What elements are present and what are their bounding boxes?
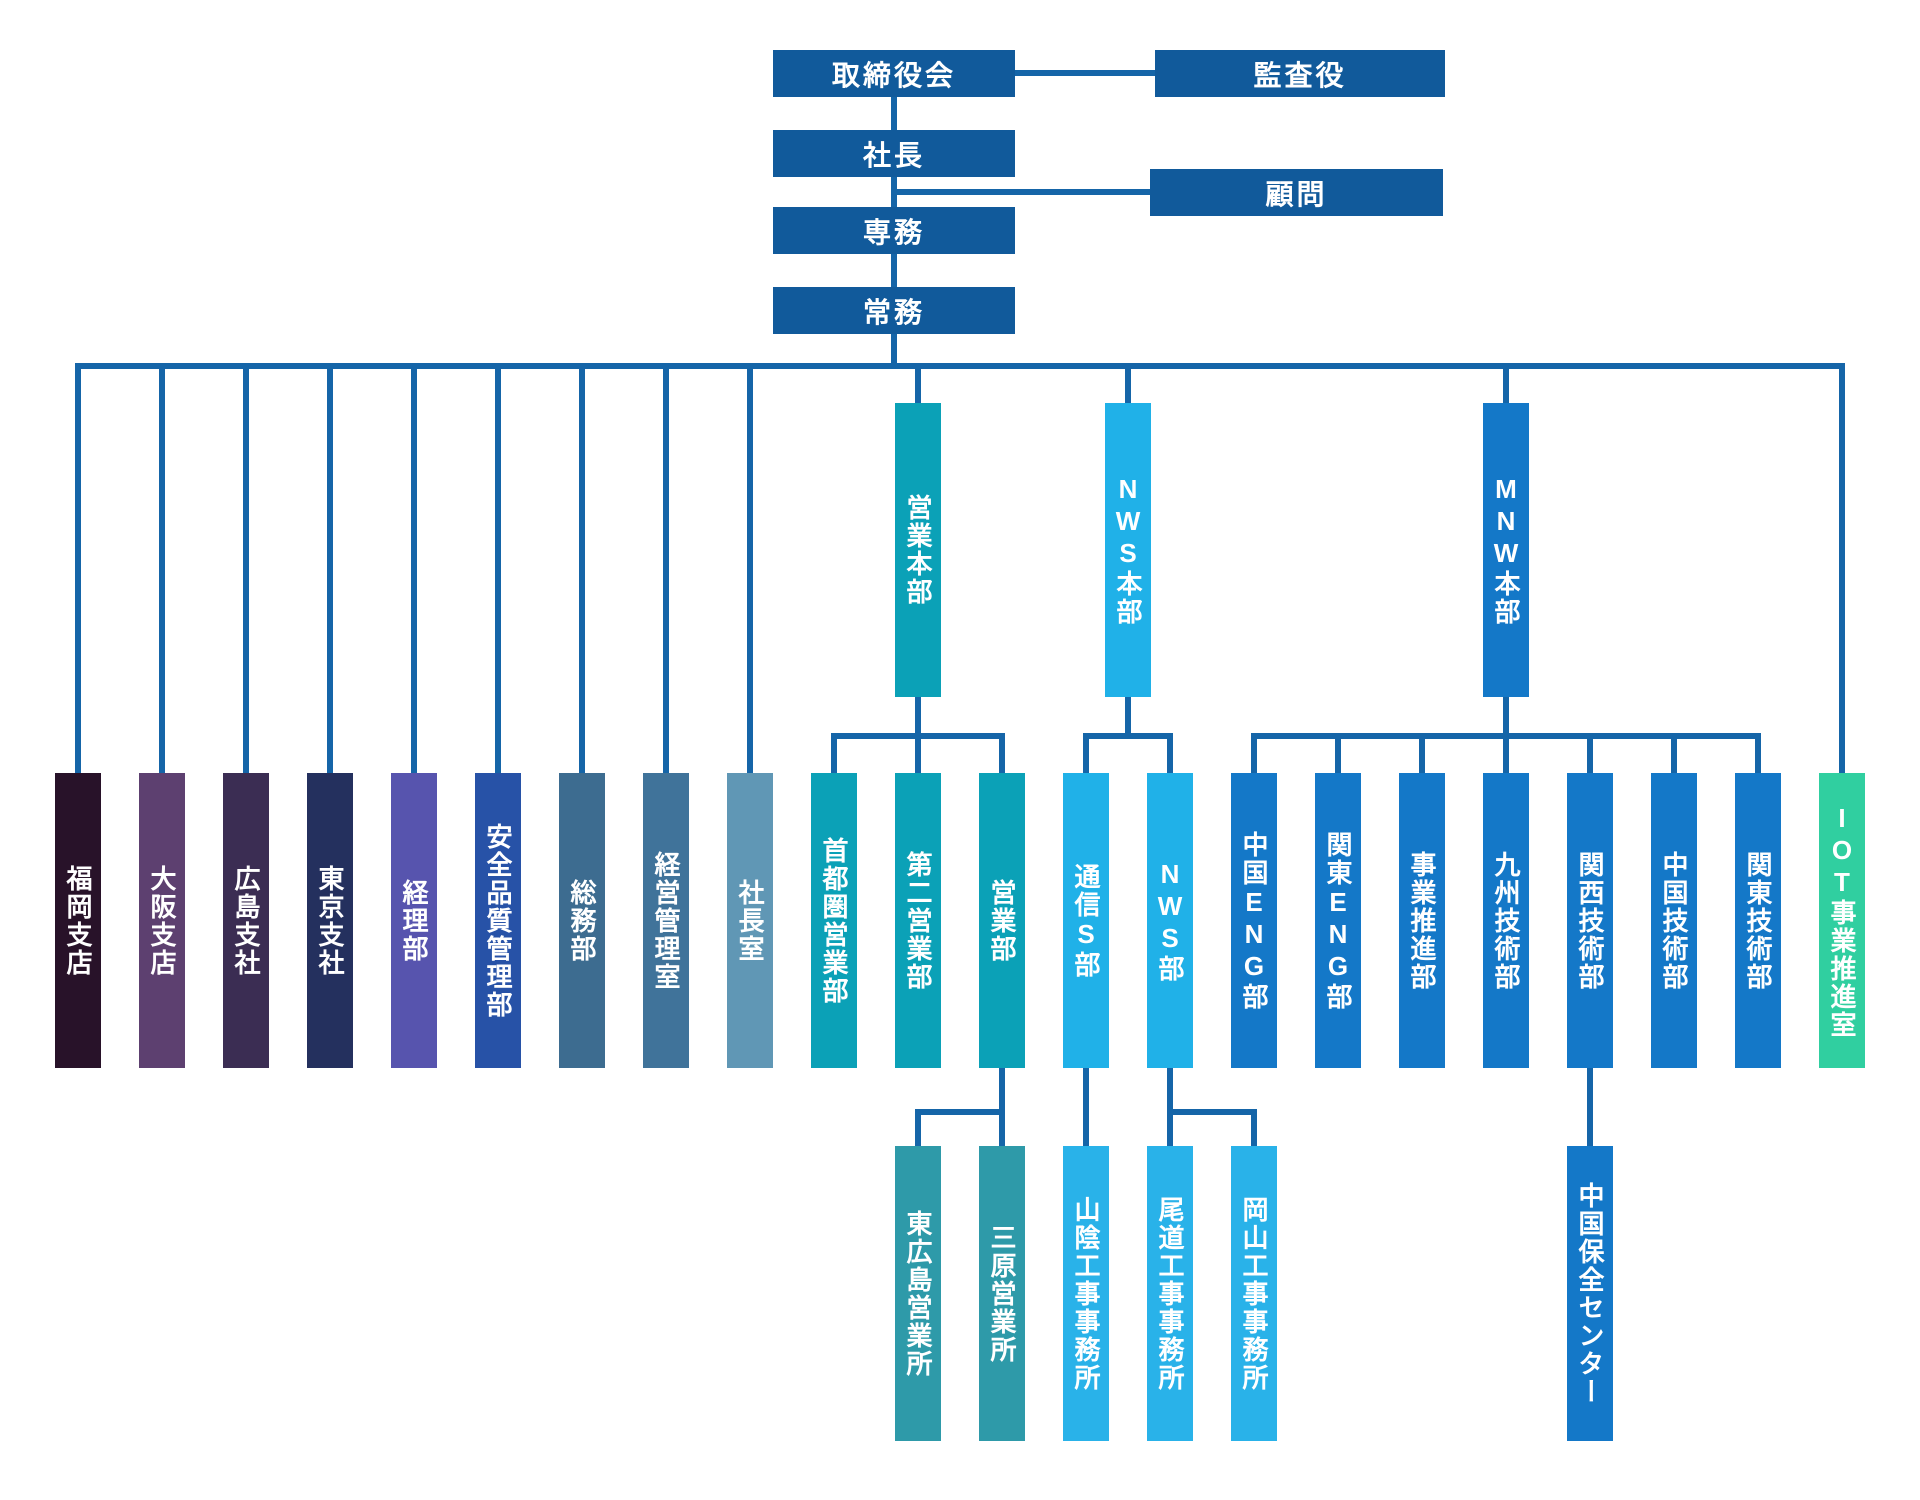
- node-hiroshima-branch: 広島支社: [223, 773, 269, 1068]
- node-advisor: 顧問: [1150, 169, 1443, 216]
- connector-board-auditor: [1015, 70, 1155, 76]
- node-osaka-branch: 大阪支店: [139, 773, 185, 1068]
- node-tokyo-branch: 東京支社: [307, 773, 353, 1068]
- node-safety-quality-dept: 安全品質管理部: [475, 773, 521, 1068]
- connector-managing-bus: [891, 334, 897, 366]
- node-higashihiroshima-office: 東広島営業所: [895, 1146, 941, 1441]
- node-management-office: 経営管理室: [643, 773, 689, 1068]
- node-accounting-dept: 経理部: [391, 773, 437, 1068]
- node-general-affairs-dept: 総務部: [559, 773, 605, 1068]
- node-business-promotion-dept: 事業推進部: [1399, 773, 1445, 1068]
- connector-main-bus: [75, 363, 1845, 369]
- connector-drop: [1251, 733, 1257, 773]
- connector-drop: [1335, 733, 1341, 773]
- connector-drop: [1167, 733, 1173, 773]
- connector-drop: [1083, 1068, 1089, 1146]
- connector-stub: [915, 697, 921, 739]
- connector-drop: [999, 1109, 1005, 1149]
- node-tsushin-s-dept: 通信S部: [1063, 773, 1109, 1068]
- connector-drop: [75, 363, 81, 773]
- connector-drop: [915, 733, 921, 773]
- node-chugoku-maintenance-center: 中国保全センター: [1567, 1146, 1613, 1441]
- connector-sub-bus: [1167, 1109, 1257, 1115]
- node-okayama-construction-office: 岡山工事事務所: [1231, 1146, 1277, 1441]
- connector-executive-managing: [891, 254, 897, 287]
- node-president: 社長: [773, 130, 1015, 177]
- node-mihara-office: 三原営業所: [979, 1146, 1025, 1441]
- connector-board-president: [891, 97, 897, 130]
- connector-president-advisor: [891, 189, 1150, 195]
- node-nws-dept: NWS部: [1147, 773, 1193, 1068]
- node-sanin-construction-office: 山陰工事事務所: [1063, 1146, 1109, 1441]
- node-kansai-tech-dept: 関西技術部: [1567, 773, 1613, 1068]
- connector-drop: [1503, 733, 1509, 773]
- node-fukuoka-branch: 福岡支店: [55, 773, 101, 1068]
- connector-drop: [1671, 733, 1677, 773]
- connector-drop: [243, 363, 249, 773]
- connector-drop: [1167, 1109, 1173, 1149]
- node-kanto-eng-dept: 関東ENG部: [1315, 773, 1361, 1068]
- connector-drop: [1587, 733, 1593, 773]
- connector-drop: [915, 1109, 921, 1149]
- connector-drop: [1125, 363, 1131, 403]
- connector-sub-bus: [1083, 733, 1173, 739]
- node-executive-director: 専務: [773, 207, 1015, 254]
- node-iot-promotion-office: IOT事業推進室: [1819, 773, 1865, 1068]
- connector-drop: [915, 363, 921, 403]
- connector-drop: [1251, 1109, 1257, 1149]
- connector-drop: [1083, 733, 1089, 773]
- node-auditor: 監査役: [1155, 50, 1445, 97]
- node-kanto-tech-dept: 関東技術部: [1735, 773, 1781, 1068]
- connector-drop: [663, 363, 669, 773]
- connector-drop: [1419, 733, 1425, 773]
- connector-stub: [1125, 697, 1131, 739]
- connector-stub: [1167, 1068, 1173, 1115]
- node-sales-headquarters: 営業本部: [895, 403, 941, 697]
- node-mnw-headquarters: MNW本部: [1483, 403, 1529, 697]
- connector-drop: [747, 363, 753, 773]
- connector-drop: [579, 363, 585, 773]
- node-managing-director: 常務: [773, 287, 1015, 334]
- connector-stub: [1503, 697, 1509, 739]
- node-chugoku-tech-dept: 中国技術部: [1651, 773, 1697, 1068]
- connector-sub-bus: [915, 1109, 1005, 1115]
- node-second-sales-dept: 第二営業部: [895, 773, 941, 1068]
- connector-drop: [327, 363, 333, 773]
- connector-drop: [411, 363, 417, 773]
- connector-drop: [495, 363, 501, 773]
- node-kyushu-tech-dept: 九州技術部: [1483, 773, 1529, 1068]
- connector-drop: [1503, 363, 1509, 403]
- connector-drop: [159, 363, 165, 773]
- connector-drop: [1755, 733, 1761, 773]
- node-chugoku-eng-dept: 中国ENG部: [1231, 773, 1277, 1068]
- connector-drop: [1587, 1068, 1593, 1146]
- connector-stub: [999, 1068, 1005, 1115]
- node-nws-headquarters: NWS本部: [1105, 403, 1151, 697]
- connector-drop: [1839, 363, 1845, 773]
- connector-drop: [999, 733, 1005, 773]
- node-board-of-directors: 取締役会: [773, 50, 1015, 97]
- node-onomichi-construction-office: 尾道工事事務所: [1147, 1146, 1193, 1441]
- node-sales-dept: 営業部: [979, 773, 1025, 1068]
- connector-drop: [831, 733, 837, 773]
- node-metropolitan-sales-dept: 首都圏営業部: [811, 773, 857, 1068]
- node-president-office: 社長室: [727, 773, 773, 1068]
